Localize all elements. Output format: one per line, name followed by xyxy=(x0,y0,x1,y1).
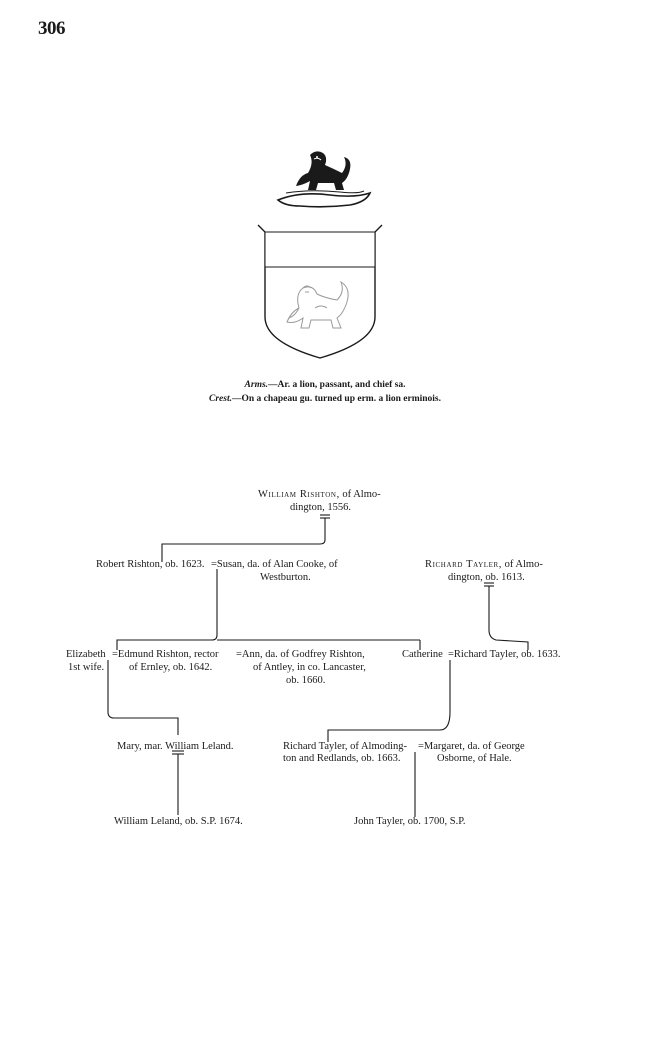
william-rishton-line1: of Almo- xyxy=(339,489,381,500)
person-william-rishton: William Rishton, of Almo- xyxy=(258,488,381,501)
susan-cooke-line2: Westburton. xyxy=(260,572,311,583)
arms-caption: Arms.—Ar. a lion, passant, and chief sa. xyxy=(0,379,650,392)
margaret-osborne-line2: Osborne, of Hale. xyxy=(437,753,512,764)
person-ann-rishton: =Ann, da. of Godfrey Rishton, xyxy=(236,649,365,660)
crest-text: —On a chapeau gu. turned up erm. a lion … xyxy=(231,394,441,404)
william-rishton-line2: dington, 1556. xyxy=(290,502,351,513)
richard-tayler-sr-line2: dington, ob. 1613. xyxy=(448,572,525,583)
ann-rishton-line3: ob. 1660. xyxy=(286,675,326,686)
richard-tayler-jr-line2: ton and Redlands, ob. 1663. xyxy=(283,753,401,764)
page-number: 306 xyxy=(38,18,66,39)
crest-illustration xyxy=(276,151,372,208)
person-elizabeth: Elizabeth xyxy=(66,649,106,660)
arms-label: Arms. xyxy=(244,380,269,390)
elizabeth-line2: 1st wife. xyxy=(68,662,105,673)
person-richard-tayler-ob1633: =Richard Tayler, ob. 1633. xyxy=(448,649,561,660)
person-william-leland: William Leland, ob. S.P. 1674. xyxy=(114,816,243,827)
person-catherine: Catherine xyxy=(402,649,443,660)
crest-label: Crest. xyxy=(209,394,232,404)
lion-passant-icon xyxy=(286,280,349,329)
william-rishton-name: William Rishton, xyxy=(258,489,340,500)
person-john-tayler: John Tayler, ob. 1700, S.P. xyxy=(354,816,466,827)
ann-rishton-line2: of Antley, in co. Lancaster, xyxy=(253,662,366,673)
arms-text: —Ar. a lion, passant, and chief sa. xyxy=(268,380,406,390)
richard-tayler-sr-line1: of Almo- xyxy=(502,559,543,570)
richard-tayler-sr-name: Richard Tayler, xyxy=(425,559,503,570)
person-richard-tayler-sr: Richard Tayler, of Almo- xyxy=(425,558,543,571)
shield-of-arms xyxy=(257,224,383,359)
person-susan-cooke: =Susan, da. of Alan Cooke, of xyxy=(211,559,338,570)
person-edmund-rishton: =Edmund Rishton, rector xyxy=(112,649,219,660)
person-margaret-osborne: =Margaret, da. of George xyxy=(418,741,525,752)
person-mary-leland: Mary, mar. William Leland. xyxy=(117,741,234,752)
edmund-rishton-line2: of Ernley, ob. 1642. xyxy=(129,662,213,673)
crest-caption: Crest.—On a chapeau gu. turned up erm. a… xyxy=(0,393,650,406)
person-richard-tayler-jr: Richard Tayler, of Almoding- xyxy=(283,741,408,752)
person-robert-rishton: Robert Rishton, ob. 1623. xyxy=(96,559,205,570)
